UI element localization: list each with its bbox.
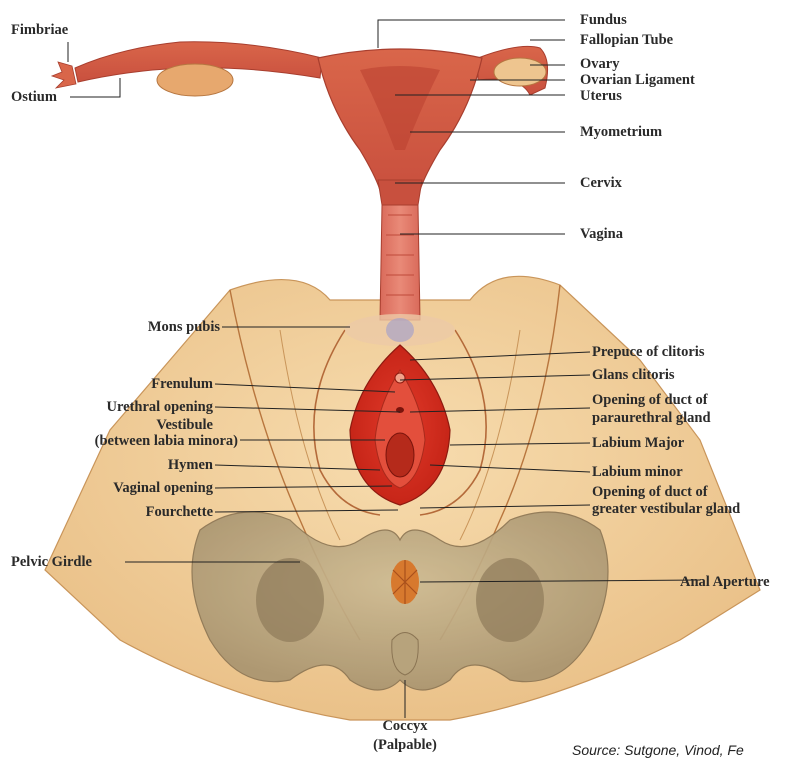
label-ostium: Ostium [11,89,57,105]
label-vestibular-line1: Opening of duct of [592,484,708,500]
left-ovary [157,64,233,96]
label-coccyx-line1: Coccyx [355,718,455,734]
label-prepuce-of-clitoris: Prepuce of clitoris [592,344,704,360]
glans-clitoris [395,373,405,383]
label-vestibule-line1: Vestibule [30,417,213,433]
label-labium-major: Labium Major [592,435,684,451]
label-fimbriae: Fimbriae [11,22,68,38]
label-ovary: Ovary [580,56,619,72]
label-paraurethral-line2: paraurethral gland [592,410,711,426]
label-cervix: Cervix [580,175,622,191]
label-labium-minor: Labium minor [592,464,683,480]
label-ovarian-ligament: Ovarian Ligament [580,72,695,88]
label-pelvic-girdle: Pelvic Girdle [11,554,92,570]
source-credit: Source: Sutgone, Vinod, Fe [572,742,744,758]
vagina [380,205,420,320]
cervix [378,180,422,205]
label-paraurethral-line1: Opening of duct of [592,392,708,408]
label-vagina: Vagina [580,226,623,242]
label-uterus: Uterus [580,88,622,104]
left-obturator [256,558,324,642]
label-urethral-opening: Urethral opening [30,399,213,415]
right-obturator [476,558,544,642]
label-hymen: Hymen [30,457,213,473]
label-vaginal-opening: Vaginal opening [30,480,213,496]
mons-shade [386,318,414,342]
vaginal-opening [386,433,414,477]
label-vestibule-line2: (between labia minora) [10,433,238,449]
label-fallopian-tube: Fallopian Tube [580,32,673,48]
left-fimbriae [52,62,76,88]
label-myometrium: Myometrium [580,124,662,140]
label-coccyx-line2: (Palpable) [355,737,455,753]
label-vestibular-line2: greater vestibular gland [592,501,740,517]
right-ovary [494,58,546,86]
label-fourchette: Fourchette [30,504,213,520]
label-fundus: Fundus [580,12,627,28]
label-anal-aperture: Anal Aperture [680,574,770,590]
label-glans-clitoris: Glans clitoris [592,367,675,383]
label-mons-pubis: Mons pubis [60,319,220,335]
label-frenulum: Frenulum [50,376,213,392]
